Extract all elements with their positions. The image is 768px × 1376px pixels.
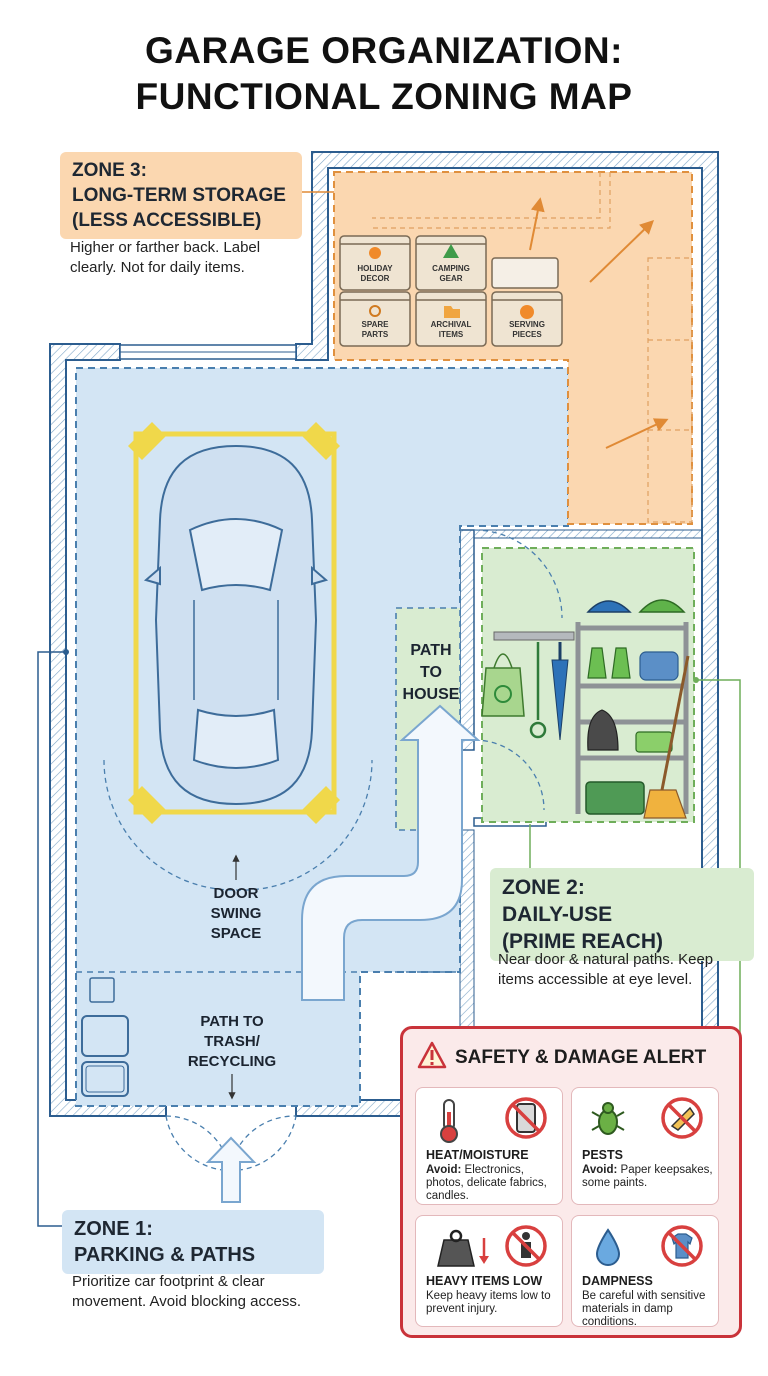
pumpkin-icon [369, 247, 381, 259]
path-to-house-label: PATH TO HOUSE [402, 642, 460, 703]
plate-icon [520, 305, 534, 319]
no-lifting-icon [505, 1225, 547, 1267]
trash-bag-icon [587, 709, 619, 751]
path-to-trash-label: PATH TO TRASH/ RECYCLING [187, 1013, 277, 1070]
alert-card-heavy-items: HEAVY ITEMS LOW Keep heavy items low to … [415, 1215, 563, 1327]
car-footprint [133, 431, 337, 815]
page-title: GARAGE ORGANIZATION: FUNCTIONAL ZONING M… [0, 28, 768, 120]
card-title-dampness: DAMPNESS [582, 1274, 653, 1288]
safety-alert-panel: SAFETY & DAMAGE ALERT HEAT/MOISTURE Avoi… [400, 1026, 742, 1338]
entry-arrow [205, 1136, 257, 1203]
helmet-blue-icon [586, 600, 632, 613]
trash-bins [81, 977, 129, 1097]
bin-stacked-lid [491, 257, 559, 289]
tent-icon [443, 244, 459, 258]
bin-archival-items [415, 291, 487, 347]
card-text-dampness: Be careful with sensitive materials in d… [582, 1290, 706, 1328]
card-text-heavy: Keep heavy items low to prevent injury. [426, 1290, 551, 1315]
thermometer-icon [440, 1099, 458, 1143]
weight-icon [437, 1229, 489, 1267]
alert-card-dampness: DAMPNESS Be careful with sensitive mater… [571, 1215, 719, 1328]
page-title-line2: FUNCTIONAL ZONING MAP [135, 76, 633, 117]
page-title-line1: GARAGE ORGANIZATION: [145, 30, 623, 71]
glove-icon [587, 647, 607, 679]
bin-camping-gear [415, 235, 487, 291]
alert-heading: SAFETY & DAMAGE ALERT [455, 1047, 707, 1068]
card-title-heat: HEAT/MOISTURE [426, 1148, 529, 1162]
warning-icon [417, 1041, 447, 1069]
zone1-description: Prioritize car footprint & clear movemen… [72, 1273, 302, 1310]
folder-icon [444, 306, 460, 318]
toolbox-icon [585, 781, 645, 815]
helmet-green-icon [638, 599, 686, 613]
recycle-icon [494, 685, 512, 703]
zone1-leader [37, 651, 66, 1227]
path-to-house-arrow [301, 704, 481, 1001]
card-text-heat: Avoid: Electronics, photos, delicate fab… [426, 1164, 547, 1202]
zone2-description: Near door & natural paths. Keep items ac… [498, 951, 714, 988]
zone3-tag: ZONE 3: LONG-TERM STORAGE (LESS ACCESSIB… [60, 152, 302, 239]
bug-icon [591, 1102, 625, 1135]
gear-icon [369, 305, 381, 317]
no-electronics-icon [505, 1097, 547, 1139]
bin-spare-parts [339, 291, 411, 347]
card-title-pests: PESTS [582, 1148, 623, 1162]
garage-walls [49, 151, 719, 1117]
no-fabric-icon [661, 1225, 703, 1267]
alert-card-heat-moisture: HEAT/MOISTURE Avoid: Electronics, photos… [415, 1087, 563, 1205]
towel-icon [639, 651, 679, 681]
alert-card-pests: PESTS Avoid: Paper keepsakes, some paint… [571, 1087, 719, 1205]
car-icon [143, 444, 329, 806]
reusable-bag-icon [481, 667, 525, 717]
zone3-description: Higher or farther back. Label clearly. N… [70, 239, 261, 276]
glove-icon-2 [611, 647, 631, 679]
card-text-pests: Avoid: Paper keepsakes, some paints. [582, 1164, 713, 1189]
no-paper-icon [661, 1097, 703, 1139]
zone1-tag: ZONE 1: PARKING & PATHS [62, 1210, 324, 1274]
card-title-heavy: HEAVY ITEMS LOW [426, 1274, 543, 1288]
water-drop-icon [595, 1228, 621, 1266]
broom-icon [660, 655, 690, 791]
zone2-tag: ZONE 2: DAILY-USE (PRIME REACH) [490, 868, 754, 961]
cloth-stack-icon [635, 731, 673, 753]
bin-holiday-decor [339, 235, 411, 291]
door-swing-label: DOOR SWING SPACE [210, 885, 262, 942]
